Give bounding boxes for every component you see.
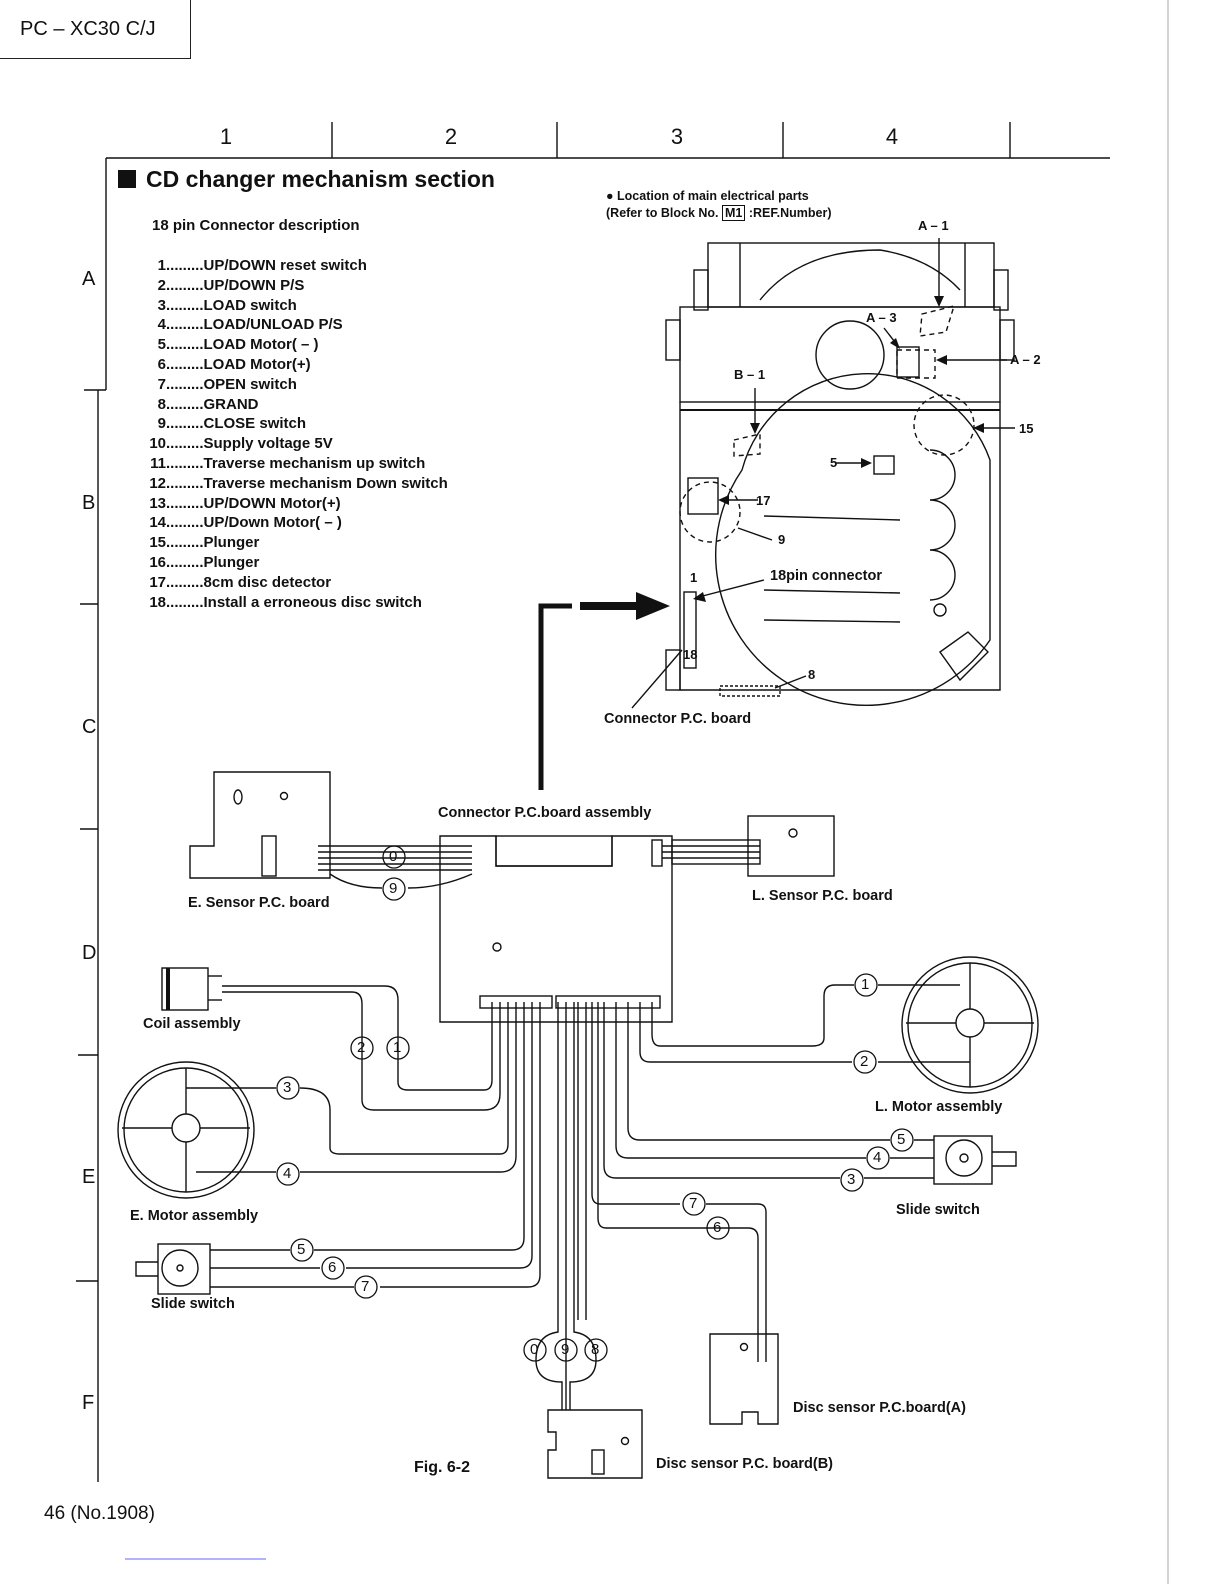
pin-item: 18.........Install a erroneous disc swit… [149, 593, 422, 611]
slide-switch-left-label: Slide switch [151, 1296, 235, 1312]
pin-item: 10.........Supply voltage 5V [149, 435, 333, 453]
row-a: A [82, 268, 96, 290]
l-sensor-board [662, 815, 835, 877]
pin-item: 5.........LOAD Motor( – ) [157, 336, 319, 354]
marker-emotor-3: 3 [283, 1079, 292, 1096]
slide-switch-right [603, 1002, 1017, 1185]
pin-item: 12.........Traverse mechanism Down switc… [149, 474, 448, 492]
l-sensor-label: L. Sensor P.C. board [752, 888, 893, 904]
column-1: 1 [219, 124, 233, 149]
pin-item: 6.........LOAD Motor(+) [157, 355, 311, 373]
pin-item: 4.........LOAD/UNLOAD P/S [157, 316, 343, 334]
e-motor-assembly [117, 1002, 517, 1199]
row-e: E [82, 1166, 96, 1188]
pin-item: 8.........GRAND [157, 395, 259, 413]
marker-slideR-5: 5 [897, 1131, 906, 1148]
disc-sensor-a-label: Disc sensor P.C.board(A) [793, 1400, 966, 1416]
page-number: 46 (No.1908) [44, 1503, 155, 1524]
marker-coil-1: 1 [393, 1039, 402, 1056]
disc-sensor-b-label: Disc sensor P.C. board(B) [656, 1456, 834, 1472]
location-note: ● Location of main electrical parts (Ref… [606, 189, 832, 221]
pin-item: 13.........UP/DOWN Motor(+) [149, 494, 341, 512]
pin-18-label: 18 [683, 647, 698, 662]
pin-1-label: 1 [690, 570, 698, 585]
section-title: CD changer mechanism section [118, 166, 495, 193]
disc-sensor-b [535, 1002, 643, 1479]
model-name: PC – XC30 C/J [20, 18, 156, 40]
marker-slideL-6: 6 [328, 1259, 337, 1276]
l-motor-assembly [639, 956, 1039, 1094]
label-a3: A – 3 [866, 310, 897, 325]
connector-18pin-label: 18pin connector [770, 568, 882, 584]
connector-description-title: 18 pin Connector description [152, 217, 360, 234]
marker-slideL-7: 7 [361, 1278, 370, 1295]
label-8: 8 [808, 667, 816, 682]
pin-item: 3.........LOAD switch [157, 296, 297, 314]
figure-label: Fig. 6-2 [414, 1459, 471, 1476]
marker-lmotor-2: 2 [860, 1053, 869, 1070]
marker-slideL-5: 5 [297, 1241, 306, 1258]
row-f: F [82, 1392, 95, 1414]
connector-pcb-assembly [439, 835, 673, 1023]
label-17: 17 [756, 493, 771, 508]
coil-label: Coil assembly [143, 1016, 241, 1032]
marker-esensor-9: 9 [389, 880, 398, 897]
header-box [0, 0, 191, 59]
connector-assembly-label: Connector P.C.board assembly [438, 805, 652, 821]
label-15: 15 [1019, 421, 1034, 436]
marker-slideR-3: 3 [847, 1171, 856, 1188]
slide-switch-left [135, 1002, 541, 1295]
e-motor-label: E. Motor assembly [130, 1208, 259, 1224]
pin-item: 9.........CLOSE switch [157, 415, 307, 433]
row-b: B [82, 492, 96, 514]
marker-discA-7: 7 [689, 1195, 698, 1212]
label-9: 9 [778, 532, 786, 547]
coil-assembly [161, 967, 501, 1111]
mechanism-drawing [631, 238, 1015, 709]
marker-esensor-0: 0 [389, 848, 398, 865]
label-a2: A – 2 [1010, 352, 1041, 367]
label-b1: B – 1 [734, 367, 766, 382]
e-sensor-label: E. Sensor P.C. board [188, 895, 330, 911]
pin-list: 1.........UP/DOWN reset switch 2........… [146, 256, 448, 612]
pin-item: 14.........UP/Down Motor( – ) [149, 514, 342, 532]
row-c: C [82, 716, 97, 738]
pin-item: 16.........Plunger [149, 553, 260, 571]
pin-item: 7.........OPEN switch [157, 375, 297, 393]
column-3: 3 [670, 124, 684, 149]
disc-sensor-a [591, 1002, 779, 1425]
row-d: D [82, 942, 97, 964]
pin-item: 17.........8cm disc detector [149, 573, 332, 591]
column-2: 2 [444, 124, 458, 149]
e-sensor-board [189, 771, 473, 889]
marker-coil-2: 2 [357, 1039, 366, 1056]
label-5: 5 [830, 455, 838, 470]
pin-item: 11.........Traverse mechanism up switch [150, 454, 426, 472]
marker-discB-9: 9 [561, 1341, 570, 1358]
pin-item: 2.........UP/DOWN P/S [157, 276, 305, 294]
pin-item: 15.........Plunger [149, 534, 260, 552]
marker-discB-0: 0 [530, 1341, 539, 1358]
l-motor-label: L. Motor assembly [875, 1099, 1003, 1115]
label-a1: A – 1 [918, 218, 949, 233]
column-4: 4 [885, 124, 899, 149]
connector-pcb-label: Connector P.C. board [604, 711, 752, 727]
marker-discA-6: 6 [713, 1219, 722, 1236]
marker-lmotor-1: 1 [861, 976, 870, 993]
pin-item: 1.........UP/DOWN reset switch [157, 257, 367, 274]
marker-slideR-4: 4 [873, 1149, 882, 1166]
block-badge: M1 [722, 205, 746, 221]
square-bullet-icon [118, 170, 136, 188]
slide-switch-right-label: Slide switch [896, 1202, 980, 1218]
marker-discB-8: 8 [591, 1341, 600, 1358]
marker-emotor-4: 4 [283, 1165, 292, 1182]
